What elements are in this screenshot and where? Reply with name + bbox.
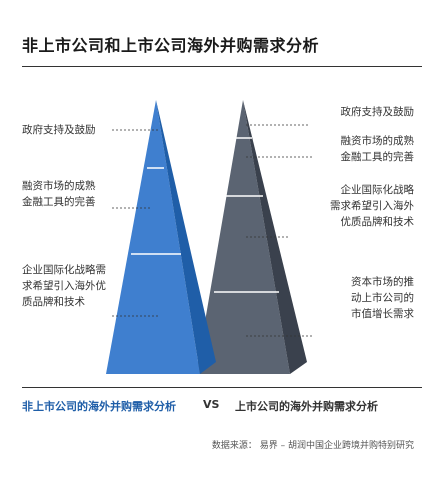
left-level-label-3: 企业国际化战略需 求希望引入海外优 质品牌和技术 — [22, 262, 132, 310]
right-level-text-4: 资本市场的推 动上市公司的 市值增长需求 — [351, 276, 414, 320]
baseline — [22, 387, 422, 388]
vs-label: VS — [203, 398, 220, 411]
right-level-text-3: 企业国际化战略 需求希望引入海外 优质品牌和技术 — [330, 184, 414, 228]
right-level-label-1: 政府支持及鼓励 — [314, 104, 415, 120]
title-divider — [22, 66, 422, 67]
blue-pyramid-side — [156, 100, 216, 374]
source-note: 数据来源： 易界 – 胡润中国企业跨境并购特别研究 — [211, 441, 414, 451]
right-pyramid-caption: 上市公司的海外并购需求分析 — [235, 400, 378, 413]
left-pyramid-caption: 非上市公司的海外并购需求分析 — [22, 400, 176, 413]
right-level-label-2: 融资市场的成熟 金融工具的完善 — [314, 133, 415, 165]
right-level-label-4: 资本市场的推 动上市公司的 市值增长需求 — [314, 274, 414, 322]
page-title: 非上市公司和上市公司海外并购需求分析 — [22, 36, 320, 55]
left-level-text-1: 政府支持及鼓励 — [22, 124, 96, 136]
right-level-text-2: 融资市场的成熟 金融工具的完善 — [340, 135, 415, 163]
right-level-label-3: 企业国际化战略 需求希望引入海外 优质品牌和技术 — [314, 182, 414, 230]
left-level-text-3: 企业国际化战略需 求希望引入海外优 质品牌和技术 — [22, 264, 106, 308]
blue-pyramid-front — [106, 100, 200, 374]
left-level-text-2: 融资市场的成熟 金融工具的完善 — [22, 180, 96, 208]
right-level-text-1: 政府支持及鼓励 — [340, 106, 415, 118]
left-level-label-2: 融资市场的成熟 金融工具的完善 — [22, 178, 132, 210]
left-level-label-1: 政府支持及鼓励 — [22, 122, 132, 138]
gray-pyramid-front — [196, 100, 290, 374]
